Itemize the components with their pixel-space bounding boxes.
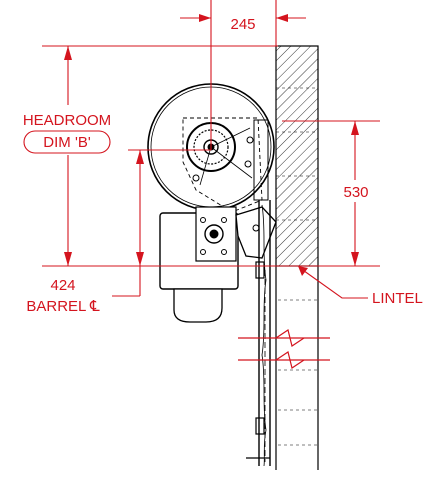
wall-and-lintel xyxy=(275,45,319,470)
lintel-leader-arrow xyxy=(298,266,308,276)
chain-sprocket-1 xyxy=(200,217,206,223)
dimensions: 245 HEADROOM DIM 'B' 424 BARREL ℄ 530 LI… xyxy=(14,0,423,315)
motor-unit xyxy=(159,206,277,323)
chain-sprocket-4 xyxy=(221,249,227,255)
guide-clip-lower xyxy=(255,417,265,435)
fixing-bolt-2 xyxy=(244,160,252,168)
bracket-spoke-1 xyxy=(210,127,251,148)
headroom-arrow-bottom xyxy=(64,252,72,266)
fixing-bolt-3 xyxy=(192,174,200,182)
dim-424-text: 424 xyxy=(50,277,75,294)
guide-channel xyxy=(246,200,271,467)
brickwork-hatched xyxy=(275,45,319,267)
lintel-callout-text: LINTEL xyxy=(372,290,423,307)
bracket-spoke-3 xyxy=(199,146,212,186)
headroom-label-line1: HEADROOM xyxy=(23,112,111,129)
bracket-spoke-2 xyxy=(210,146,253,179)
barrel-cl-text: BARREL ℄ xyxy=(26,298,100,315)
chain-sprocket-3 xyxy=(200,249,206,255)
motor-shaft-center xyxy=(209,229,219,239)
break-lines xyxy=(238,329,330,369)
lintel-leader xyxy=(299,267,368,299)
end-plate xyxy=(253,119,269,201)
motor-lower-housing xyxy=(173,288,223,323)
headroom-label-line2: DIM 'B' xyxy=(43,134,91,151)
guide-clip-upper xyxy=(255,261,265,279)
dim-530-arrow-top xyxy=(351,121,359,135)
dim-530-arrow-bottom xyxy=(351,252,359,266)
dim-245-arrow-right xyxy=(276,14,288,22)
shutter-curtain xyxy=(261,204,267,467)
break-zigzag-lower xyxy=(275,351,305,369)
dim-424-arrow-top xyxy=(136,150,144,164)
chain-sprocket-2 xyxy=(221,217,227,223)
dim-530-label-bg xyxy=(340,180,372,202)
fixing-bolt-1 xyxy=(246,136,254,144)
dim-245-arrow-left xyxy=(199,14,211,22)
break-zigzag-upper xyxy=(275,329,305,347)
dim-530-text: 530 xyxy=(343,184,368,201)
motor-shaft-gear xyxy=(204,224,224,244)
headroom-label-box xyxy=(23,130,111,154)
dim-424-arrow-bottom xyxy=(136,252,144,266)
dim-245-text: 245 xyxy=(230,16,255,33)
headroom-arrow-top xyxy=(64,46,72,60)
barrel-drum-inner xyxy=(193,129,229,165)
